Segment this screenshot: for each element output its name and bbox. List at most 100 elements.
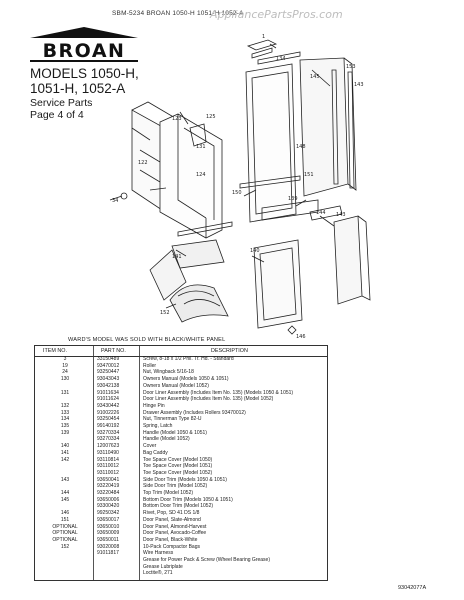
item-no-cell: 132	[60, 402, 70, 409]
page-number: Page 4 of 4	[30, 109, 84, 121]
callout-144: 144	[316, 210, 326, 216]
part-no-cell: 93650041	[97, 476, 120, 483]
item-no-cell: 145	[60, 496, 70, 503]
part-no-cell: 93650009	[97, 530, 120, 537]
item-no-cell: 24	[62, 369, 68, 376]
description-cell: Door Liner Assembly (Includes Item No. 1…	[143, 396, 274, 403]
part-no-cell: 93220484	[97, 490, 120, 496]
callout-146: 146	[296, 334, 306, 340]
table-row: OPTIONAL 93650010 Door Panel, Almond-Harve…	[35, 523, 327, 531]
callout-140: 140	[250, 248, 260, 254]
part-no-cell: 93110012	[97, 463, 119, 470]
item-no-cell: 134	[60, 416, 70, 423]
description-cell: Handle (Model 1050 & 1051)	[143, 429, 207, 436]
callout-148: 148	[296, 144, 306, 150]
table-row: Grease for Power Pack & Screw (Wheel Bea…	[35, 557, 327, 564]
part-no-cell: 93110490	[97, 449, 119, 456]
part-no-cell: 93430442	[97, 402, 120, 409]
description-cell: Grease Lubriplate	[143, 563, 183, 570]
description-cell: Toe Space Cover (Model 1050)	[143, 456, 213, 463]
callout-125: 125	[206, 114, 216, 120]
item-no-cell: 144	[60, 490, 70, 496]
part-no-cell: 91011817	[97, 550, 119, 557]
item-no-cell: OPTIONAL	[52, 536, 78, 543]
table-header: ITEM NO. PART NO. DESCRIPTION	[35, 346, 327, 357]
part-no-cell: 93650011	[97, 536, 119, 543]
description-cell: Door Panel, Slate-Almond	[143, 516, 201, 523]
item-no-cell: 141	[60, 449, 70, 456]
table-row: Grease Lubriplate	[35, 563, 327, 571]
document-number: 93042077A	[398, 585, 427, 591]
description-cell: Toe Space Cover (Model 1052)	[143, 469, 213, 476]
item-no-cell: 130	[60, 376, 70, 383]
description-cell: Door Panel, Almond-Harvest	[143, 523, 207, 530]
callout-123: 123	[172, 116, 182, 122]
part-no-cell: 33150489	[97, 356, 120, 362]
item-no-cell: 19	[62, 362, 68, 369]
part-no-cell: 93270334	[97, 436, 120, 443]
part-no-cell: 93042138	[97, 382, 120, 389]
header-description: DESCRIPTION	[211, 348, 248, 354]
table-row: 91011817 Wire Harness	[35, 550, 327, 557]
description-cell: Hinge Pin	[143, 402, 165, 409]
callout-124: 124	[196, 172, 206, 178]
item-no-cell: 133	[60, 409, 70, 416]
callout-143b: 143	[336, 212, 346, 218]
description-cell: Cover	[143, 443, 157, 450]
description-cell: Bottom Door Trim (Model 1052)	[143, 503, 214, 510]
part-no-cell: 93650006	[97, 496, 120, 503]
item-no-cell: 152	[60, 543, 70, 550]
part-no-cell: 91011634	[97, 389, 119, 396]
callout-151: 151	[304, 172, 314, 178]
description-cell: Owners Manual (Models 1050 & 1051)	[143, 376, 229, 383]
item-no-cell: 3	[63, 356, 67, 362]
callout-145: 145	[310, 74, 320, 80]
description-cell: Top Trim (Model 1052)	[143, 490, 194, 496]
description-cell: Side Door Trim (Model 1052)	[143, 483, 208, 490]
callout-139: 139	[288, 196, 298, 202]
item-no-cell: 140	[60, 443, 70, 450]
description-cell: Loctite®, 271	[143, 570, 173, 577]
header-part-no: PART NO.	[101, 348, 126, 354]
table-row: OPTIONAL 93650011 Door Panel, Black-White	[35, 536, 327, 544]
callout-153: 153	[346, 64, 356, 70]
part-no-cell: 93270334	[97, 429, 120, 436]
part-no-cell: 99140192	[97, 423, 120, 429]
part-no-cell: 91011624	[97, 396, 119, 403]
column-divider	[139, 346, 140, 580]
table-row: Loctite®, 271	[35, 571, 327, 577]
description-cell: Roller	[143, 362, 157, 369]
column-divider	[93, 346, 94, 580]
document-code-line: SBM-5234 BROAN 1050-H 1051-H 1052-A	[112, 10, 244, 17]
description-cell: Nut, Wingback 5/16-18	[143, 369, 194, 376]
description-cell: Door Panel, Black-White	[143, 536, 198, 543]
table-row: 141 93110490 Bag Caddy	[35, 449, 327, 457]
description-cell: Side Door Trim (Models 1050 & 1051)	[143, 476, 227, 483]
service-parts-subtitle: Service Parts Page 4 of 4	[30, 97, 92, 121]
callout-122: 122	[138, 160, 148, 166]
item-no-cell: OPTIONAL	[52, 523, 78, 530]
part-no-cell: 93650010	[97, 523, 120, 530]
description-cell: Bag Caddy	[143, 449, 168, 456]
item-no-cell: 142	[60, 456, 70, 463]
description-cell: Wire Harness	[143, 550, 174, 557]
description-cell: Grease for Power Pack & Screw (Wheel Bea…	[143, 557, 270, 563]
description-cell: Door Panel, Avocado-Coffee	[143, 530, 207, 537]
item-no-cell: 135	[60, 423, 70, 429]
